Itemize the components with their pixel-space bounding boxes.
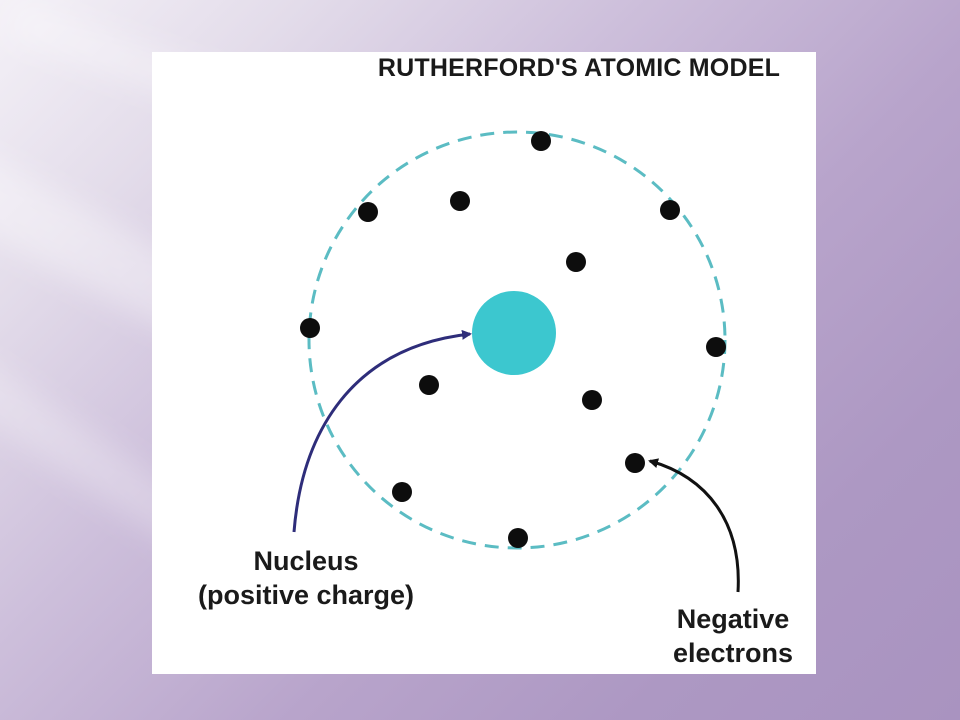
nucleus-label: Nucleus (positive charge)	[156, 544, 456, 612]
electron	[625, 453, 645, 473]
electrons-label: Negative electrons	[652, 602, 814, 670]
electrons-label-line2: electrons	[672, 638, 794, 668]
nucleus	[472, 291, 556, 375]
diagram-panel: RUTHERFORD'S ATOMIC MODEL Nucleus (posit	[152, 52, 816, 674]
electron	[450, 191, 470, 211]
electron	[419, 375, 439, 395]
electron	[582, 390, 602, 410]
electron	[358, 202, 378, 222]
electron-pointer-arrow	[648, 458, 740, 593]
diagram-title: RUTHERFORD'S ATOMIC MODEL	[377, 54, 781, 82]
nucleus-label-line1: Nucleus	[253, 546, 359, 576]
electron	[300, 318, 320, 338]
electron	[392, 482, 412, 502]
electron	[660, 200, 680, 220]
electron	[508, 528, 528, 548]
electron	[531, 131, 551, 151]
atom-diagram	[292, 130, 740, 593]
electrons-label-line1: Negative	[676, 604, 790, 634]
nucleus-label-line2: (positive charge)	[197, 580, 415, 610]
electron	[566, 252, 586, 272]
electron	[706, 337, 726, 357]
orbit-circle	[307, 130, 727, 550]
nucleus-pointer-arrow	[292, 329, 472, 533]
